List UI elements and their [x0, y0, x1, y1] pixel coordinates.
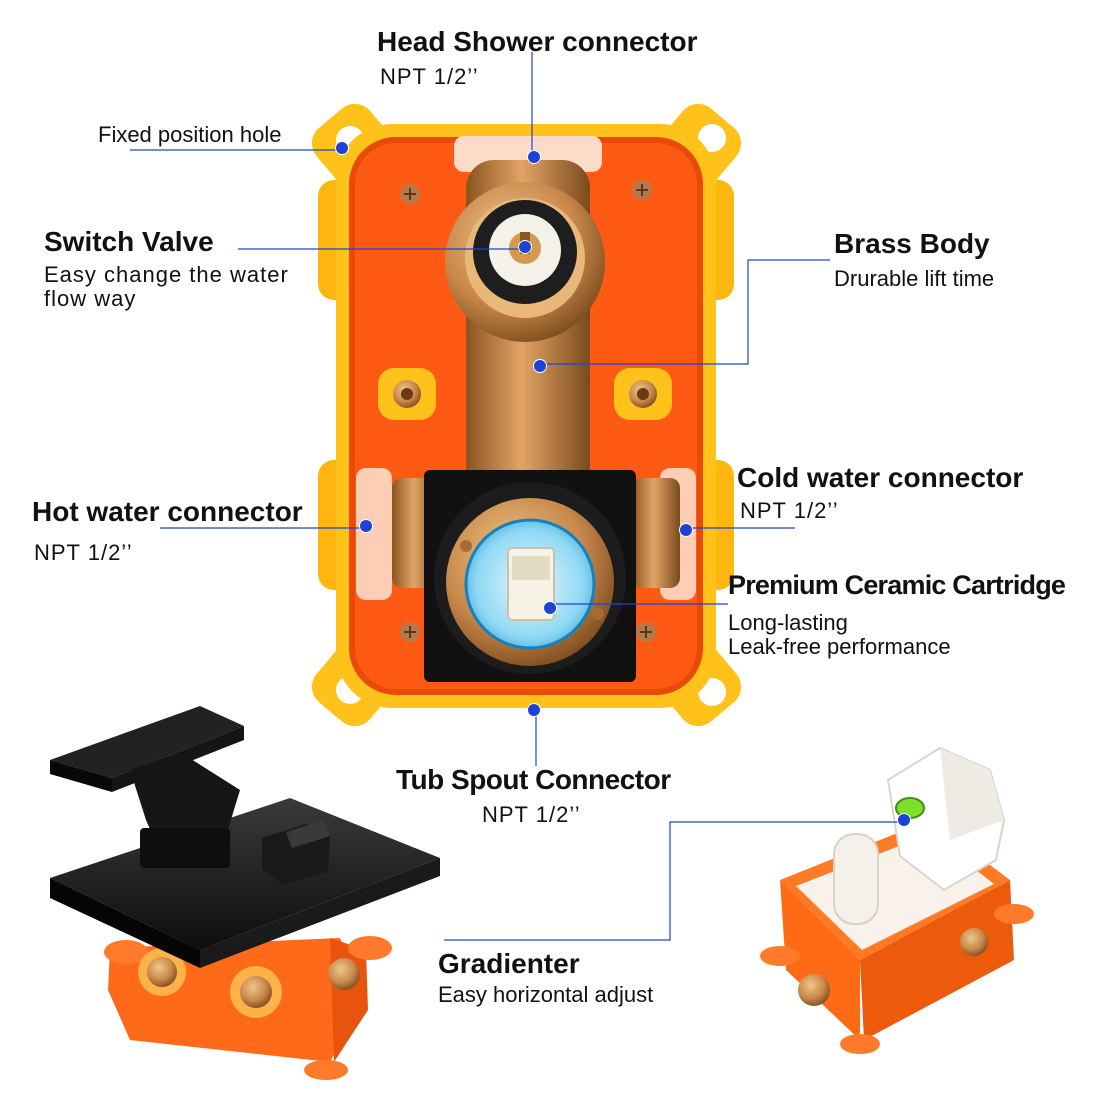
callout-lines	[130, 52, 904, 941]
callout-dot-switch-valve	[518, 240, 532, 254]
cold-water-title: Cold water connector	[737, 462, 1024, 493]
callout-dot-cartridge	[543, 601, 557, 615]
callout-dot-head-shower	[527, 150, 541, 164]
callout-dot-gradienter	[897, 813, 911, 827]
screw-icon	[632, 180, 652, 200]
gradienter-title: Gradienter	[438, 948, 580, 979]
gradienter-desc: Easy horizontal adjust	[438, 982, 654, 1007]
cartridge-title: Premium Ceramic Cartridge	[728, 570, 1066, 600]
installed-trim-product	[50, 706, 440, 1080]
callout-dot-hot-water	[359, 519, 373, 533]
callout-line-brass-body	[540, 259, 830, 365]
callout-dot-cold-water	[679, 523, 693, 537]
screw-icon	[636, 622, 656, 642]
fixed-hole-title: Fixed position hole	[98, 122, 282, 147]
head-shower-title: Head Shower connector	[377, 26, 698, 57]
screw-icon	[400, 622, 420, 642]
cold-water-spec: NPT 1/2’’	[740, 498, 839, 523]
tub-spout-spec: NPT 1/2’’	[482, 802, 581, 827]
cartridge-desc-1: Long-lasting	[728, 610, 848, 635]
switch-valve-desc-2: flow way	[44, 286, 137, 311]
mounting-hole	[614, 368, 672, 420]
screw-icon	[400, 184, 420, 204]
mounting-hole	[378, 368, 436, 420]
hot-water-spec: NPT 1/2’’	[34, 540, 133, 565]
head-shower-spec: NPT 1/2’’	[380, 64, 479, 89]
cartridge-desc-2: Leak-free performance	[728, 634, 951, 659]
brass-body-title: Brass Body	[834, 228, 990, 259]
callout-dot-tub-spout	[527, 703, 541, 717]
callout-line-gradienter	[444, 821, 904, 941]
tub-spout-title: Tub Spout Connector	[396, 764, 671, 795]
switch-valve-desc-1: Easy change the water	[44, 262, 289, 287]
brass-body-desc: Drurable lift time	[834, 266, 995, 291]
callout-dot-fixed-hole	[335, 141, 349, 155]
box-with-cover-product	[760, 746, 1034, 1054]
switch-valve-title: Switch Valve	[44, 226, 214, 257]
callout-dot-brass-body	[533, 359, 547, 373]
hot-water-title: Hot water connector	[32, 496, 303, 527]
valve-box	[311, 103, 742, 727]
